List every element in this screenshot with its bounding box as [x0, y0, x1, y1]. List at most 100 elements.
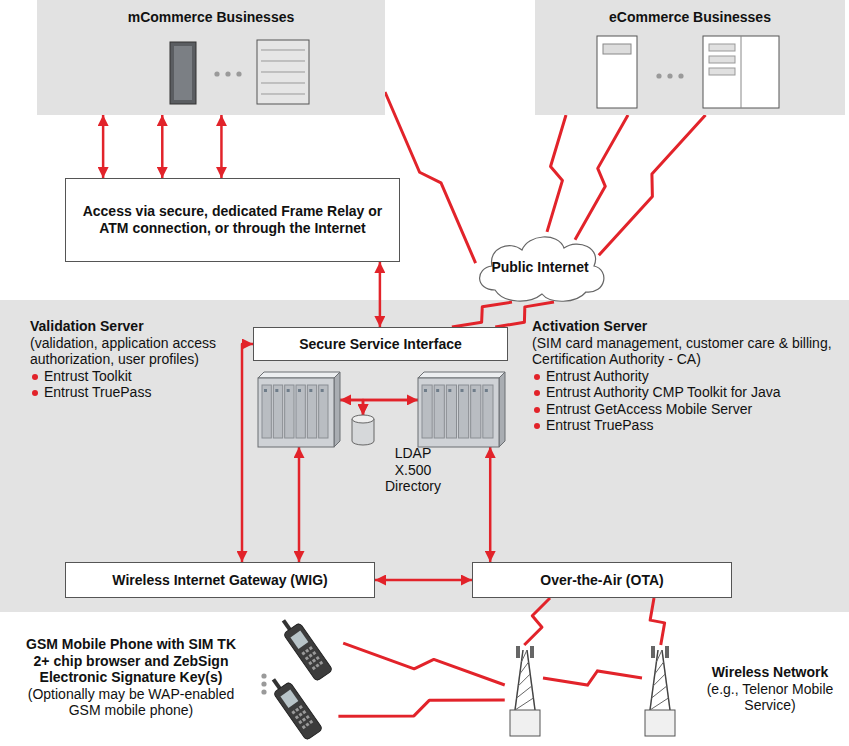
tower-brace	[520, 662, 529, 674]
component-item: Entrust TruePass	[532, 417, 842, 434]
module-light	[461, 389, 464, 392]
rack-slot	[261, 50, 305, 51]
phone-key	[305, 722, 309, 726]
phone-key	[316, 656, 320, 660]
chassis-module	[285, 385, 294, 438]
chassis-module	[434, 385, 444, 438]
node-art	[252, 618, 348, 744]
connector	[379, 262, 382, 327]
cabinet-drive	[709, 44, 735, 51]
chassis-module	[471, 385, 481, 438]
chassis-module	[262, 385, 271, 438]
node-art	[258, 372, 340, 447]
tower-brace	[521, 650, 527, 662]
node-description: (SIM card management, customer care & bi…	[532, 335, 842, 368]
wireless-link	[524, 598, 550, 645]
tower-leg	[650, 650, 658, 710]
wireless-link	[452, 302, 512, 327]
module-light	[448, 389, 451, 392]
tower-brace	[515, 698, 533, 710]
phone-key	[308, 661, 312, 665]
wireless-link	[547, 115, 566, 232]
phone-key	[309, 720, 313, 724]
tower-brace	[653, 674, 665, 686]
wireless-link	[575, 115, 628, 240]
server-tower	[170, 42, 196, 104]
phone-key	[298, 713, 302, 717]
ellipsis-dot	[261, 689, 266, 694]
gateway-box: Wireless Internet Gateway (WIG)	[65, 562, 375, 598]
ellipsis-dot	[261, 681, 266, 686]
chassis-module	[446, 385, 456, 438]
server-zone-band	[0, 300, 849, 612]
node-label: Activation Server	[532, 318, 842, 335]
chassis-module	[422, 385, 432, 438]
tower-brace	[656, 650, 662, 662]
ellipsis-dot	[214, 71, 219, 76]
chassis-module	[296, 385, 305, 438]
node-caption: Wireless Network(e.g., Telenor Mobile Se…	[700, 664, 840, 714]
chassis-front	[418, 378, 499, 447]
rack-slot	[261, 94, 305, 95]
node-label: Validation Server	[30, 318, 230, 335]
node-description: (e.g., Telenor Mobile Service)	[700, 681, 840, 714]
chassis-module	[307, 385, 316, 438]
cabinet-door	[741, 36, 742, 108]
node-label: LDAP X.500 Directory	[380, 445, 446, 495]
phone-screen	[290, 631, 308, 649]
node-description: (Optionally may be WAP-enabled GSM mobil…	[18, 686, 244, 719]
phone-key	[291, 710, 295, 714]
cabinet-drive	[709, 56, 735, 63]
tower-antenna	[530, 646, 534, 658]
connector	[220, 115, 223, 178]
phone-key	[312, 659, 316, 663]
node-label: GSM Mobile Phone with SIM TK 2+ chip bro…	[18, 636, 244, 686]
phone-key	[309, 646, 313, 650]
node-caption: GSM Mobile Phone with SIM TK 2+ chip bro…	[18, 636, 244, 719]
ellipsis-dot	[656, 73, 661, 78]
node-description: (validation, application access authoriz…	[30, 335, 230, 368]
mobile-phone	[267, 672, 323, 740]
chassis-module	[459, 385, 469, 438]
node-art	[352, 415, 374, 445]
node-caption: Activation Server(SIM card management, c…	[532, 318, 842, 434]
node-caption: Validation Server(validation, applicatio…	[30, 318, 230, 401]
ellipsis-dot	[236, 71, 241, 76]
phone-key	[305, 656, 309, 660]
wireless-link	[650, 598, 665, 645]
node-label: Over-the-Air (OTA)	[540, 572, 663, 589]
component-item: Entrust Authority	[532, 368, 842, 385]
ota-box: Over-the-Air (OTA)	[472, 562, 732, 598]
ellipsis-dot	[678, 73, 683, 78]
node-art	[495, 640, 690, 740]
module-light	[436, 389, 439, 392]
connector	[489, 447, 492, 562]
radio-towers: Wireless Network(e.g., Telenor Mobile Se…	[495, 640, 690, 740]
ellipsis-dot	[261, 673, 266, 678]
tower-brace	[655, 662, 664, 674]
phone-key	[305, 649, 309, 653]
rack-slot	[261, 83, 305, 84]
wireless-link	[338, 700, 504, 716]
module-light	[287, 389, 290, 392]
phone-key	[302, 718, 306, 722]
node-label: Wireless Internet Gateway (WIG)	[112, 572, 327, 589]
phone-key	[301, 651, 305, 655]
chassis-module	[273, 385, 282, 438]
module-light	[309, 389, 312, 392]
module-light	[424, 389, 427, 392]
server-tower	[597, 36, 637, 108]
mobile-phones: GSM Mobile Phone with SIM TK 2+ chip bro…	[252, 618, 348, 744]
phone-key	[315, 663, 319, 667]
mobile-phone	[277, 613, 333, 681]
tower-cabinet	[510, 710, 540, 736]
phone-key	[295, 708, 299, 712]
wireless-link	[343, 643, 505, 685]
tower-brace	[518, 674, 530, 686]
chassis-front	[258, 378, 334, 447]
chassis-module	[483, 385, 493, 438]
connector	[298, 447, 301, 562]
connector	[242, 344, 253, 562]
